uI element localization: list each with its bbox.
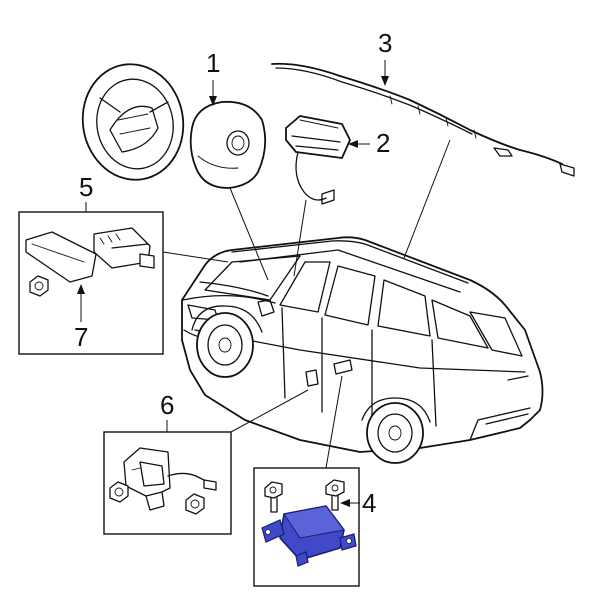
sensor-module-location (333, 359, 353, 375)
front-impact-sensor (93, 227, 155, 269)
callout-2-label: 2 (376, 128, 390, 158)
control-module-bolt-right (325, 479, 345, 511)
sensor-nut (29, 275, 49, 297)
side-sensor-nut-right (185, 493, 205, 515)
callout-7-label: 7 (74, 322, 88, 352)
air-bag-control-module (261, 505, 357, 567)
control-module-bolt-left (264, 481, 283, 513)
front-sensor-bracket (25, 231, 97, 283)
curtain-air-bag (271, 62, 575, 177)
callout-6-label: 6 (160, 390, 174, 420)
suv-vehicle-illustration (181, 236, 544, 464)
passenger-air-bag-module (285, 115, 351, 205)
steering-wheel-illustration (81, 63, 185, 181)
callout-4-label: 4 (362, 488, 376, 518)
side-sensor-location (305, 369, 319, 387)
side-sensor-lower-bracket (145, 491, 165, 511)
callout-5-label: 5 (79, 172, 93, 202)
callout-3-label: 3 (378, 28, 392, 58)
driver-air-bag-module (189, 100, 267, 189)
callout-1-label: 1 (206, 48, 220, 78)
side-sensor-nut-left (109, 481, 129, 503)
